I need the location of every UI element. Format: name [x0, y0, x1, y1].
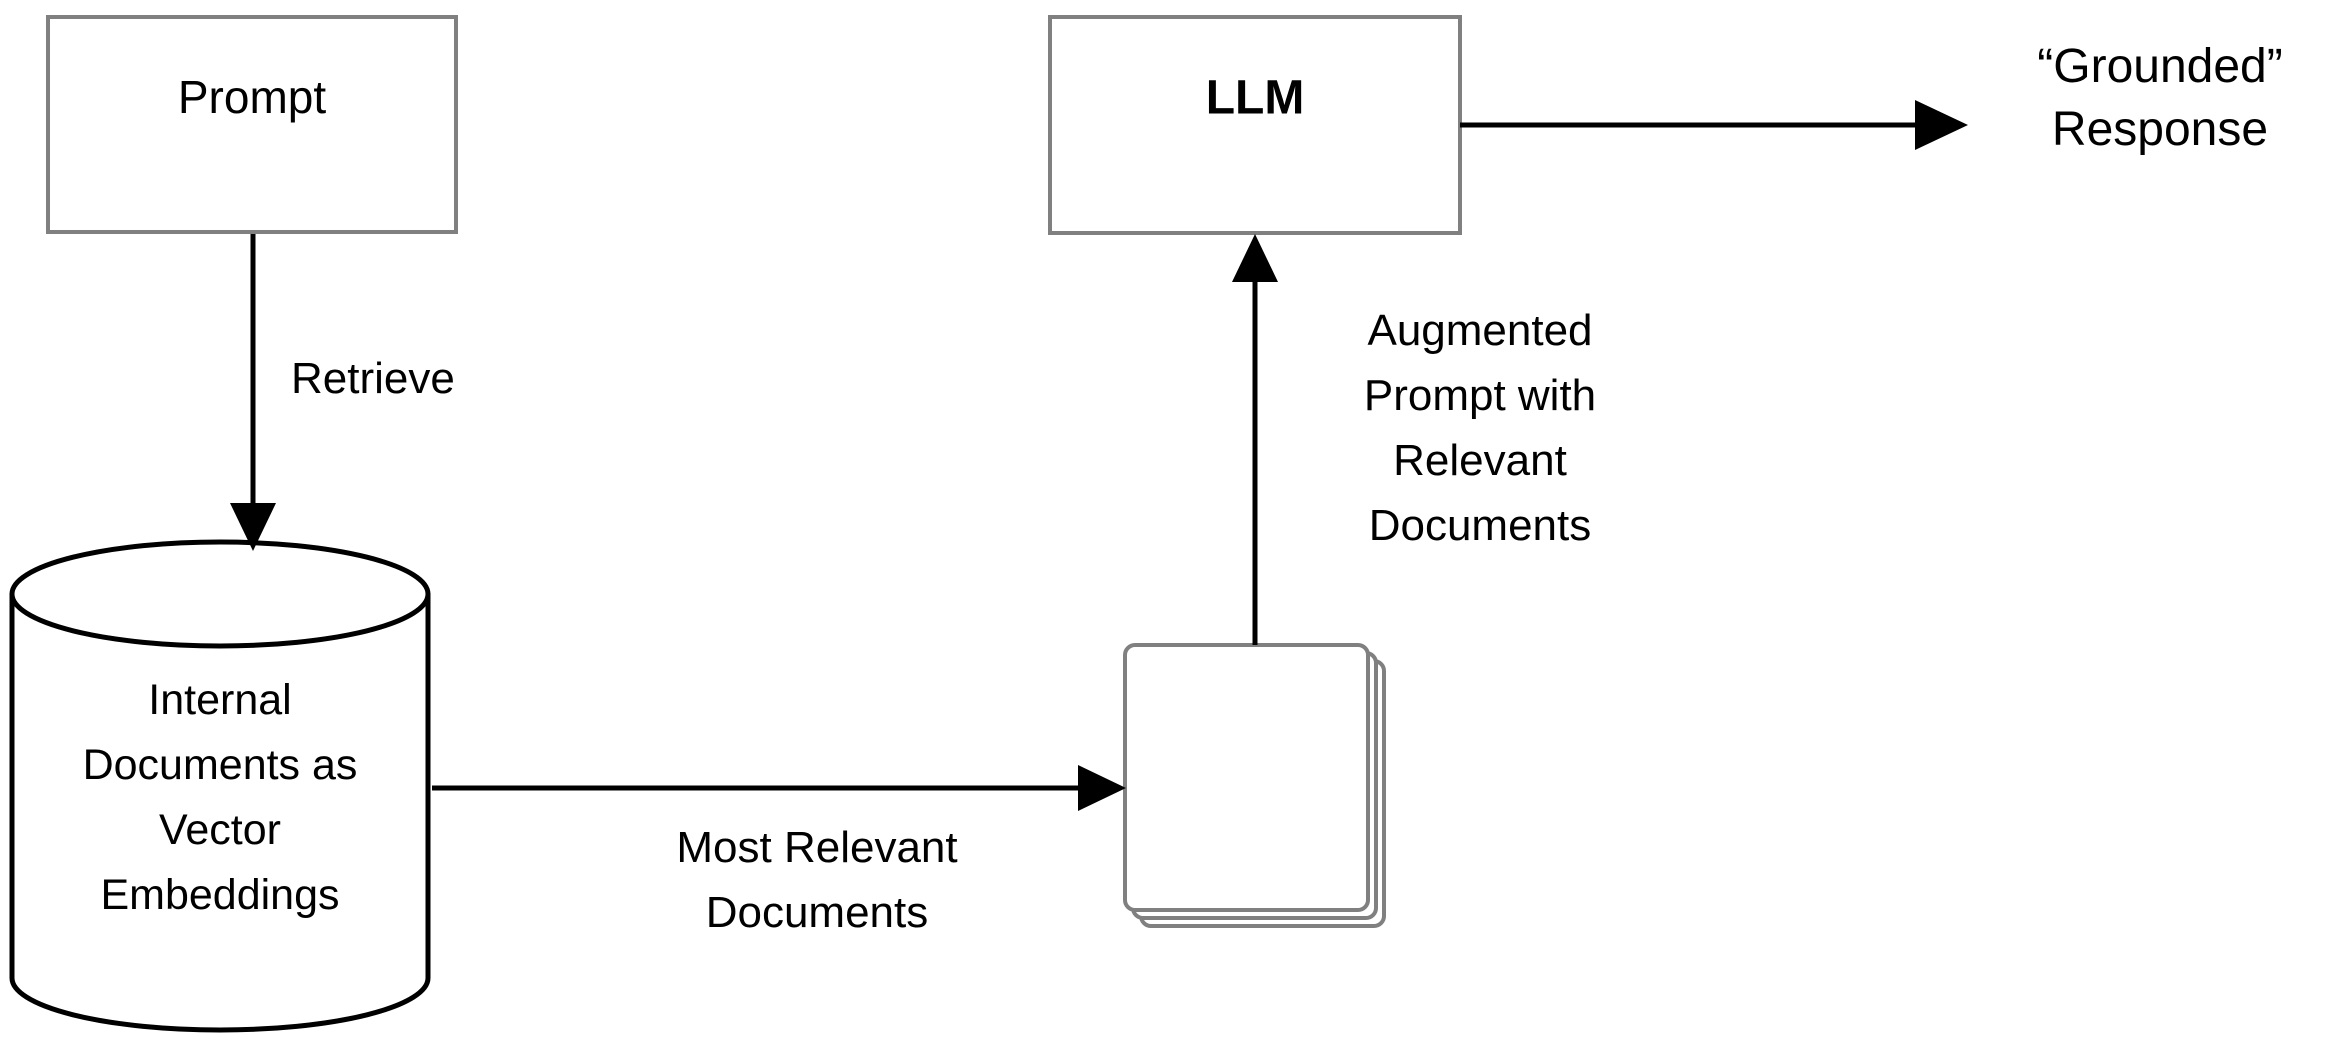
node-response: “Grounded” Response	[2037, 40, 2282, 156]
node-vector-store[interactable]: Internal Documents as Vector Embeddings	[9, 539, 431, 1033]
node-documents[interactable]	[1123, 643, 1386, 928]
retrieve-label: Retrieve	[291, 354, 455, 403]
vector-store-line-3: Vector	[159, 806, 281, 854]
edge-store-to-documents: Most Relevant Documents	[432, 765, 1126, 937]
most-relevant-label-line-2: Documents	[706, 888, 929, 937]
prompt-label: Prompt	[178, 71, 326, 123]
cylinder-top	[9, 539, 431, 649]
vector-store-line-1: Internal	[148, 676, 291, 724]
augmented-prompt-label-line-4: Documents	[1369, 501, 1592, 550]
response-label-line-2: Response	[2052, 103, 2268, 156]
llm-box-shape	[1048, 15, 1462, 235]
augmented-prompt-label-line-1: Augmented	[1367, 306, 1592, 355]
retrieve-arrow-head-icon	[230, 503, 276, 551]
vector-store-line-4: Embeddings	[100, 871, 339, 919]
response-arrow-head-icon	[1915, 100, 1968, 150]
augmented-prompt-label-line-3: Relevant	[1393, 436, 1567, 485]
edge-llm-to-response	[1460, 100, 1968, 150]
augmented-prompt-arrow-head-icon	[1232, 234, 1278, 282]
edge-prompt-to-store: Retrieve	[230, 234, 455, 551]
most-relevant-label-line-1: Most Relevant	[676, 823, 957, 872]
document-sheet-front	[1123, 643, 1370, 912]
edge-documents-to-llm: Augmented Prompt with Relevant Documents	[1232, 234, 1596, 645]
response-label-line-1: “Grounded”	[2037, 40, 2282, 93]
cylinder-body	[9, 591, 431, 1033]
node-prompt[interactable]: Prompt	[46, 15, 458, 234]
augmented-prompt-label-line-2: Prompt with	[1364, 371, 1596, 420]
node-llm[interactable]: LLM	[1048, 15, 1462, 235]
prompt-box-shape	[46, 15, 458, 234]
vector-store-line-2: Documents as	[83, 741, 358, 789]
most-relevant-arrow-head-icon	[1078, 765, 1126, 811]
llm-label: LLM	[1206, 72, 1305, 125]
